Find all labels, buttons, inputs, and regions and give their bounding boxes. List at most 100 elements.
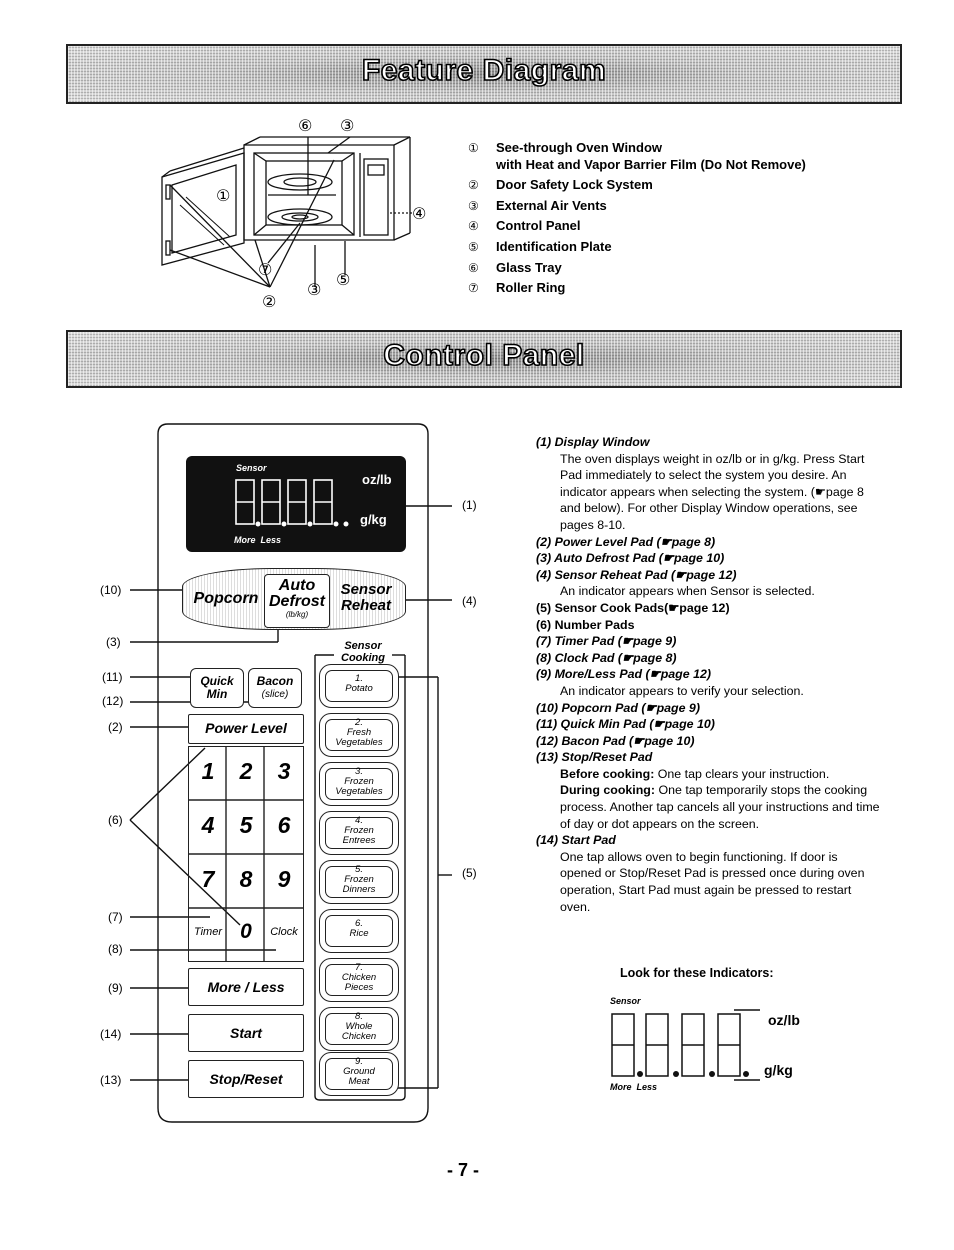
number-key-1[interactable]: 1 [201, 758, 215, 784]
feature-item: External Air Vents [496, 197, 607, 213]
label-8: (8) [108, 942, 123, 956]
control-descriptions: (1) Display Window The oven displays wei… [536, 434, 881, 915]
desc-13-before: One tap clears your instruction. [657, 766, 830, 781]
number-key-3[interactable]: 3 [277, 758, 291, 784]
desc-14: (14) Start Pad [536, 833, 616, 848]
desc-13-during-label: During cooking: [560, 783, 655, 798]
more-less-label: More / Less [207, 979, 285, 995]
sensor-reheat-label-2: Reheat [340, 597, 392, 614]
desc-9-body: An indicator appears to verify your sele… [560, 683, 804, 698]
desc-5: (5) Sensor Cook Pads(☛page 12) [536, 600, 730, 615]
desc-9: (9) More/Less Pad (☛page 12) [536, 667, 711, 682]
popcorn-label: Popcorn [193, 590, 259, 607]
label-11: (11) [102, 670, 123, 684]
popcorn-button[interactable]: Popcorn [192, 576, 260, 622]
callout-3: ③ [340, 116, 354, 135]
desc-10: (10) Popcorn Pad (☛page 9) [536, 700, 700, 715]
number-key-8[interactable]: 8 [239, 866, 253, 892]
control-panel-title: Control Panel [382, 338, 585, 373]
quick-min-label-2: Min [206, 687, 228, 701]
callout-7: ⑦ [258, 260, 272, 279]
desc-12: (12) Bacon Pad (☛page 10) [536, 733, 695, 748]
auto-defrost-label-2: Defrost [268, 593, 325, 610]
power-level-label: Power Level [205, 720, 287, 736]
number-key-0[interactable]: 0 [240, 920, 252, 943]
label-10: (10) [100, 583, 122, 597]
display-unit-oz-lb: oz/lb [362, 472, 392, 487]
quick-min-label: Quick [200, 674, 234, 688]
number-key-2[interactable]: 2 [239, 758, 253, 784]
number-pad-gridlines [188, 746, 304, 962]
bacon-button[interactable]: Bacon (slice) [248, 668, 302, 708]
feature-item: See-through Oven Window [496, 140, 662, 155]
display-digits [235, 479, 349, 527]
desc-13-before-label: Before cooking: [560, 766, 655, 781]
start-button[interactable]: Start [188, 1014, 304, 1052]
feature-diagram-banner: Feature Diagram [66, 44, 902, 104]
indicator-g-kg: g/kg [764, 1062, 793, 1078]
sensor-pad-rice[interactable]: 6.Rice [319, 909, 399, 953]
label-7: (7) [108, 910, 123, 924]
number-key-5[interactable]: 5 [239, 812, 253, 838]
bacon-sub: (slice) [261, 689, 289, 700]
desc-3: (3) Auto Defrost Pad (☛page 10) [536, 551, 725, 566]
display-unit-g-kg: g/kg [360, 512, 387, 527]
desc-13: (13) Stop/Reset Pad [536, 750, 653, 765]
display-window [186, 456, 406, 552]
auto-defrost-button[interactable]: Auto Defrost (lb/kg) [264, 574, 330, 628]
desc-6: (6) Number Pads [536, 617, 635, 632]
clock-button[interactable]: Clock [270, 926, 298, 938]
indicator-oz-lb: oz/lb [768, 1012, 800, 1028]
feature-item-sub: with Heat and Vapor Barrier Film (Do Not… [496, 156, 806, 172]
label-14: (14) [100, 1027, 122, 1041]
sensor-pad-potato[interactable]: 1.Potato [319, 664, 399, 708]
desc-14-body: One tap allows oven to begin functioning… [560, 849, 865, 914]
sensor-cooking-header: Sensor Cooking [341, 640, 385, 664]
microwave-illustration: ⑥ ③ ① ④ ⑦ ② ③ ⑤ [161, 116, 426, 311]
label-13: (13) [100, 1073, 122, 1087]
start-label: Start [230, 1025, 262, 1041]
desc-4-body: An indicator appears when Sensor is sele… [560, 584, 815, 599]
label-2: (2) [108, 720, 123, 734]
number-key-6[interactable]: 6 [277, 812, 291, 838]
page-number: - 7 - [447, 1160, 480, 1180]
callout-6: ⑥ [298, 116, 312, 135]
number-key-7[interactable]: 7 [201, 866, 215, 892]
bacon-label: Bacon [256, 674, 294, 688]
timer-button[interactable]: Timer [193, 926, 222, 938]
desc-7: (7) Timer Pad (☛page 9) [536, 634, 677, 649]
callout-2: ② [262, 292, 276, 311]
feature-item: Door Safety Lock System [496, 177, 653, 193]
label-6: (6) [108, 813, 123, 827]
number-key-4[interactable]: 4 [201, 812, 215, 838]
stop-reset-button[interactable]: Stop/Reset [188, 1060, 304, 1098]
auto-defrost-label: Auto [278, 577, 316, 594]
callout-1: ① [216, 186, 230, 205]
feature-item: Control Panel [496, 218, 581, 234]
auto-defrost-sub: (lb/kg) [285, 610, 309, 619]
label-9: (9) [108, 981, 123, 995]
sensor-reheat-button[interactable]: Sensor Reheat [334, 576, 398, 622]
control-panel-banner: Control Panel [66, 330, 902, 388]
quick-min-button[interactable]: Quick Min [190, 668, 244, 708]
indicators-title: Look for these Indicators: [620, 966, 774, 980]
more-less-button[interactable]: More / Less [188, 968, 304, 1006]
label-1: (1) [462, 498, 477, 512]
indicator-more-less-label: More Less [610, 1082, 658, 1092]
desc-1-body: The oven displays weight in oz/lb or in … [560, 451, 865, 532]
feature-diagram-title: Feature Diagram [361, 53, 607, 88]
power-level-button[interactable]: Power Level [188, 714, 304, 744]
indicator-sensor-label: Sensor [610, 996, 641, 1006]
sensor-reheat-label: Sensor [340, 581, 392, 598]
desc-1-heading: (1) Display Window [536, 435, 650, 449]
number-key-9[interactable]: 9 [277, 866, 291, 892]
